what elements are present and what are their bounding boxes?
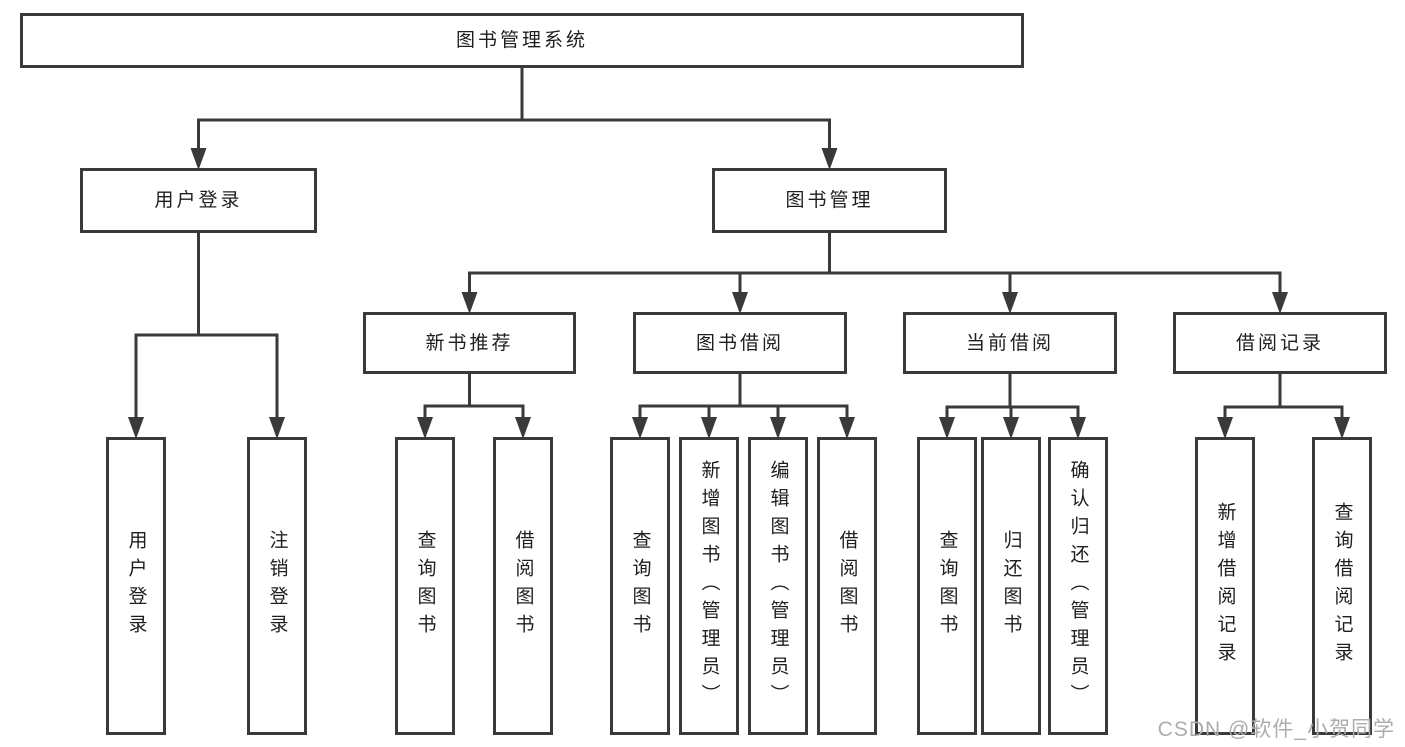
diagram-node-root: 图书管理系统 [20,13,1024,68]
node-label-current-borrow: 当前借阅 [965,332,1054,354]
node-label-user-login: 用户登录 [154,190,243,211]
arrowhead-icon [939,417,955,439]
diagram-node-v-borrow-book-2: 借阅图书 [817,437,877,735]
diagram-node-v-borrow-book-1: 借阅图书 [493,437,553,735]
node-label-book-mgmt: 图书管理 [785,190,874,211]
node-label-v-edit-book: 编辑图书（管理员） [767,460,789,712]
node-label-v-user-login: 用户登录 [125,530,147,642]
diagram-node-v-add-record: 新增借阅记录 [1195,437,1255,735]
diagram-node-current-borrow: 当前借阅 [903,312,1117,374]
arrowhead-icon [701,417,717,439]
node-label-borrow-records: 借阅记录 [1235,332,1324,354]
arrowhead-icon [417,417,433,439]
arrowhead-icon [1002,292,1018,314]
arrowhead-icon [190,148,207,170]
arrowhead-icon [269,417,285,439]
diagram-node-v-logout: 注销登录 [247,437,307,735]
node-label-v-borrow-book-1: 借阅图书 [512,530,534,642]
arrowhead-icon [839,417,855,439]
arrowhead-icon [732,292,748,314]
diagram-node-book-mgmt: 图书管理 [712,168,947,233]
node-label-v-query-book-2: 查询图书 [629,530,651,642]
diagram-node-v-edit-book: 编辑图书（管理员） [748,437,808,735]
arrowhead-icon [821,148,838,170]
diagram-node-user-login: 用户登录 [80,168,317,233]
node-label-v-query-record: 查询借阅记录 [1331,502,1353,670]
diagram-node-v-add-book: 新增图书（管理员） [679,437,739,735]
arrowhead-icon [1003,417,1019,439]
node-label-v-query-book-3: 查询图书 [936,530,958,642]
diagram-node-v-query-book-1: 查询图书 [395,437,455,735]
diagram-node-v-return-book: 归还图书 [981,437,1041,735]
arrowhead-icon [461,292,478,314]
diagram-node-v-query-book-2: 查询图书 [610,437,670,735]
diagram-node-v-query-book-3: 查询图书 [917,437,977,735]
diagram-node-v-confirm-return: 确认归还（管理员） [1048,437,1108,735]
node-label-v-return-book: 归还图书 [1000,530,1022,642]
arrowhead-icon [1217,417,1233,439]
node-label-new-book-rec: 新书推荐 [425,332,514,354]
arrowhead-icon [1070,417,1086,439]
diagram-node-new-book-rec: 新书推荐 [363,312,576,374]
node-label-root: 图书管理系统 [455,30,588,51]
node-label-v-add-book: 新增图书（管理员） [698,460,720,712]
node-label-v-query-book-1: 查询图书 [414,530,436,642]
arrowhead-icon [1272,292,1288,314]
node-label-v-logout: 注销登录 [266,530,288,642]
diagram-node-borrow-records: 借阅记录 [1173,312,1387,374]
diagram-node-v-query-record: 查询借阅记录 [1312,437,1372,735]
node-label-v-add-record: 新增借阅记录 [1214,502,1236,670]
node-label-v-confirm-return: 确认归还（管理员） [1067,460,1089,712]
arrowhead-icon [515,417,531,439]
arrowhead-icon [1334,417,1350,439]
watermark-text: CSDN @软件_小贺同学 [1157,718,1395,741]
diagram-node-v-user-login: 用户登录 [106,437,166,735]
arrowhead-icon [128,417,144,439]
node-label-v-borrow-book-2: 借阅图书 [836,530,858,642]
diagram-node-book-borrow: 图书借阅 [633,312,847,374]
arrowhead-icon [632,417,648,439]
arrowhead-icon [770,417,786,439]
node-label-book-borrow: 图书借阅 [695,332,784,354]
